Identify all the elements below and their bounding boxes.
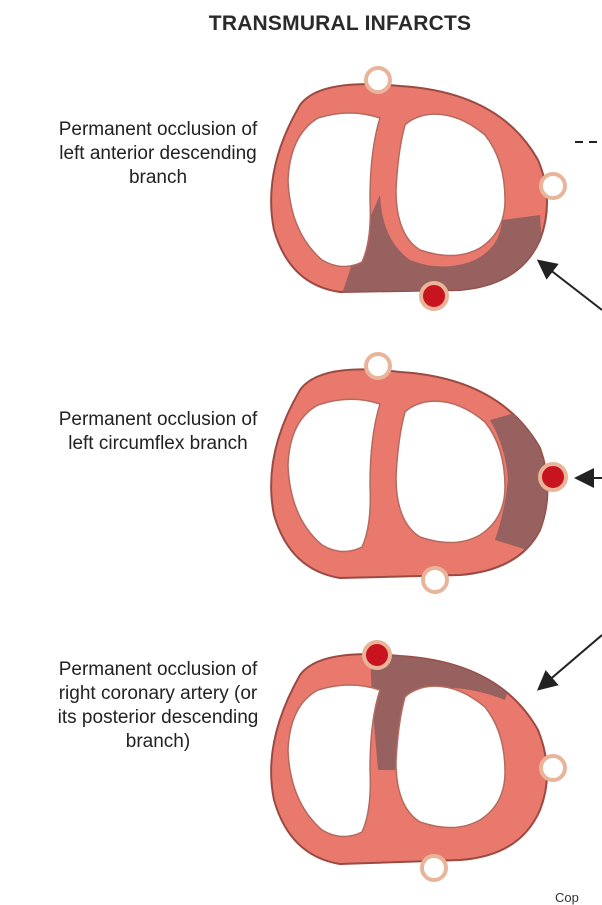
heart-section-rca — [270, 640, 567, 882]
caption-lad-occlusion: Permanent occlusion of left anterior des… — [58, 119, 258, 188]
left-ventricle-cavity — [395, 400, 506, 544]
infarct-zone — [340, 195, 545, 292]
coronary-artery-patent-icon — [364, 352, 392, 380]
heart-section-circumflex — [270, 352, 568, 594]
right-ventricle-cavity — [287, 112, 381, 268]
coronary-artery-patent-icon — [421, 566, 449, 594]
coronary-artery-patent-icon — [364, 66, 392, 94]
infarct-zone — [370, 654, 520, 770]
left-ventricle-cavity — [395, 685, 506, 829]
occluded-artery-icon — [362, 640, 392, 670]
right-ventricle-cavity — [287, 398, 381, 553]
left-ventricle-cavity — [395, 113, 506, 257]
caption-circumflex-occlusion: Permanent occlusion of left circumflex b… — [58, 409, 258, 454]
arrow-to-lad-infarct — [536, 259, 602, 311]
coronary-artery-patent-icon — [539, 172, 567, 200]
coronary-artery-patent-icon — [420, 854, 448, 882]
occluded-artery-icon — [419, 281, 449, 311]
arrow-to-rca-infarct — [536, 634, 602, 691]
occluded-artery-icon — [538, 462, 568, 492]
caption-rca-occlusion: Permanent occlusion of right coronary ar… — [57, 659, 259, 752]
right-ventricle-cavity — [287, 684, 381, 838]
diagram-title: TRANSMURAL INFARCTS — [208, 12, 472, 35]
copyright-credit: Cop — [555, 890, 579, 905]
heart-section-lad — [270, 66, 567, 311]
coronary-artery-patent-icon — [539, 754, 567, 782]
